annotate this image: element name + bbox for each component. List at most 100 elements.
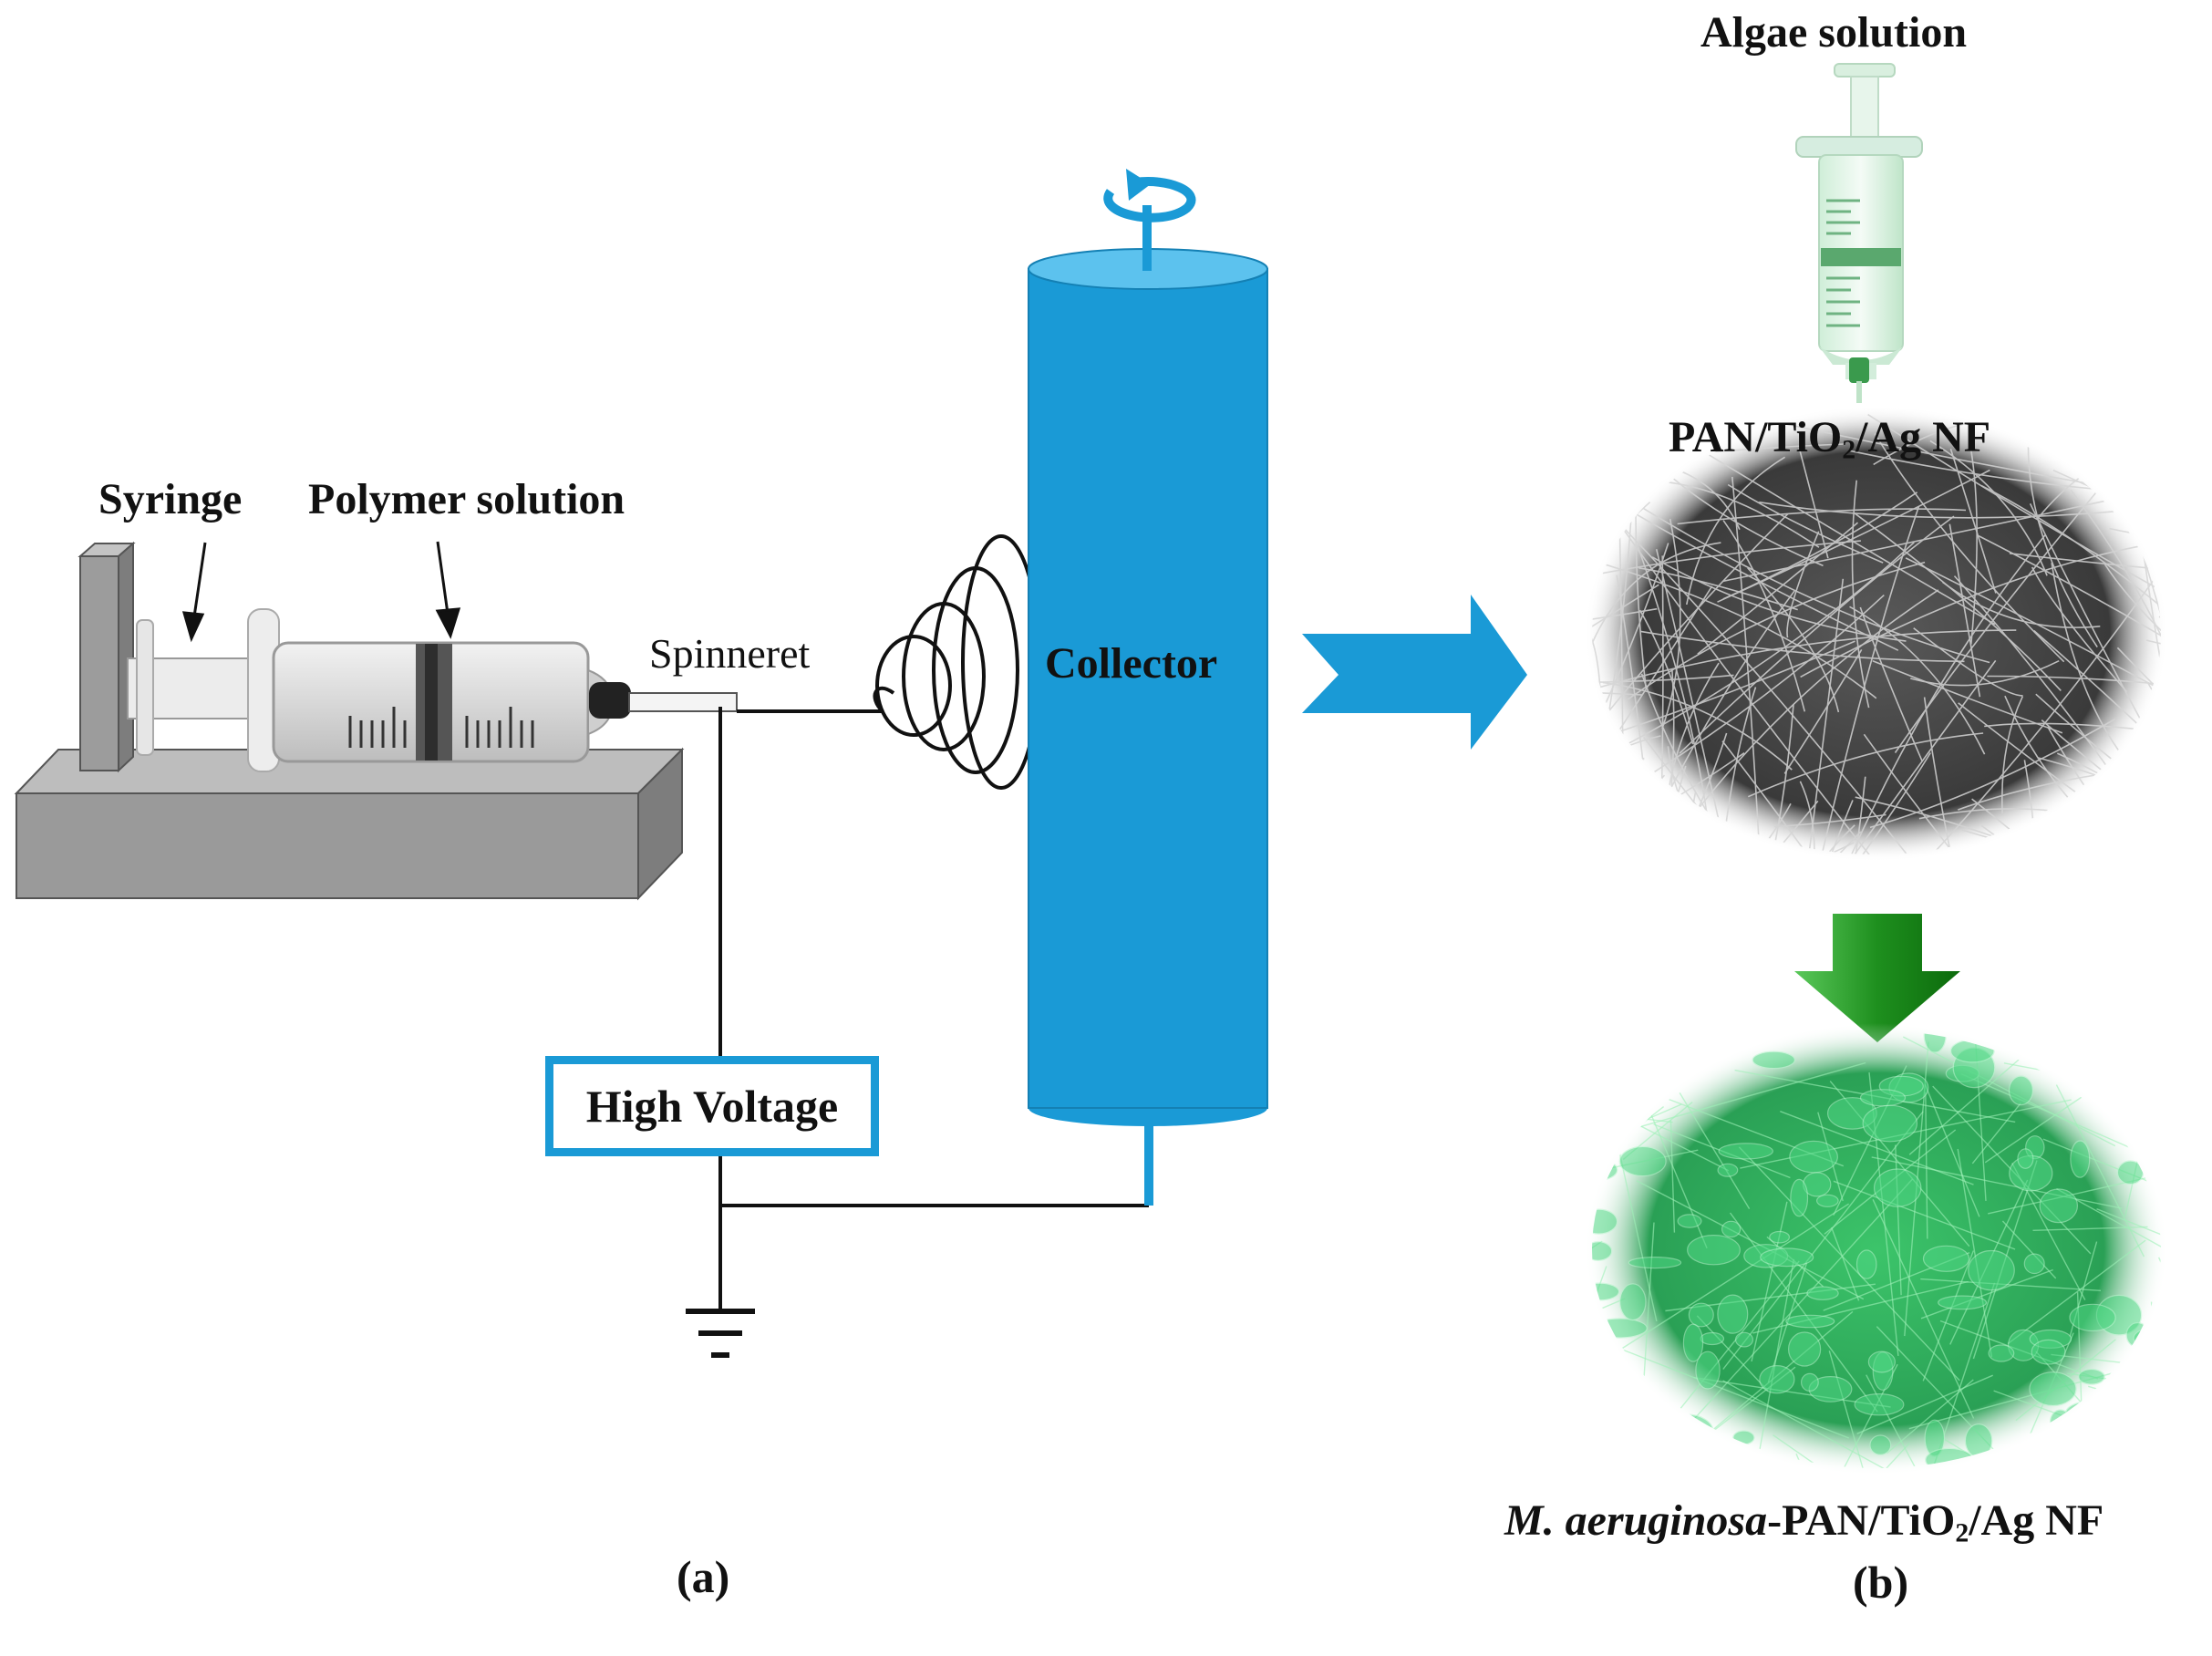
algae-cell-cluster bbox=[1678, 1215, 1701, 1227]
algae-cell-cluster bbox=[1857, 1250, 1876, 1278]
nanofiber-strand bbox=[1501, 847, 1789, 1037]
m-aeruginosa-nf-label: M. aeruginosa-PAN/TiO2/Ag NF bbox=[1504, 1496, 2103, 1548]
algae-cell-cluster bbox=[2086, 1036, 2112, 1060]
algae-cell-cluster bbox=[1770, 1232, 1790, 1243]
algae-fiber-strand bbox=[2152, 1408, 2212, 1410]
nanofiber-strand bbox=[2077, 836, 2167, 1124]
algae-cell-cluster bbox=[1719, 1144, 1773, 1159]
algae-cell-cluster bbox=[1588, 1107, 1623, 1124]
nanofiber-strand bbox=[2152, 810, 2212, 926]
algae-fiber-strand bbox=[2154, 1173, 2212, 1185]
algae-cell-cluster bbox=[1722, 1221, 1741, 1237]
nanofiber-strand bbox=[2083, 424, 2212, 469]
algae-cell-cluster bbox=[1619, 1146, 1666, 1175]
algae-cell-cluster bbox=[1969, 1251, 2014, 1290]
algae-cell-cluster bbox=[1752, 1051, 1794, 1068]
process-arrow-green bbox=[1794, 914, 1960, 1042]
algae-syringe bbox=[1796, 64, 1922, 403]
algae-cell-cluster bbox=[1791, 1179, 1808, 1216]
algae-cell-cluster bbox=[1868, 1351, 1895, 1372]
algae-cell-cluster bbox=[2070, 1304, 2115, 1330]
algae-cell-cluster bbox=[1789, 1332, 1821, 1366]
algae-cell-cluster bbox=[1790, 1141, 1837, 1172]
algae-fiber-strand bbox=[1535, 1125, 1605, 1145]
nanofiber-strand bbox=[2155, 488, 2212, 534]
pan-nf-label: PAN/TiO2/Ag NF bbox=[1669, 412, 1990, 465]
algae-cell-cluster bbox=[1761, 1248, 1814, 1267]
algae-cell-cluster bbox=[2031, 1340, 2065, 1364]
algae-cell-cluster bbox=[1594, 1112, 1642, 1123]
algae-fiber-strand bbox=[2127, 1054, 2212, 1079]
ground-symbol bbox=[686, 1311, 755, 1355]
algae-cell-cluster bbox=[2079, 1370, 2105, 1385]
algae-cell-cluster bbox=[1700, 1333, 1723, 1345]
algae-cell-cluster bbox=[1802, 1373, 1819, 1391]
algae-cell-cluster bbox=[2040, 1189, 2077, 1223]
m-nf-subscript: 2 bbox=[1955, 1517, 1969, 1547]
nanofiber-strand bbox=[1256, 822, 1647, 988]
high-voltage-source: High Voltage bbox=[545, 1056, 879, 1156]
algae-cell-cluster bbox=[1628, 1258, 1680, 1268]
nanofiber-strand bbox=[1558, 803, 1632, 1060]
algae-cell-cluster bbox=[1625, 1433, 1674, 1461]
algae-cell-cluster bbox=[1875, 1169, 1921, 1206]
nanofiber-strand bbox=[1388, 759, 1644, 821]
algae-cell-cluster bbox=[1817, 1195, 1838, 1206]
nanofiber-strand bbox=[1962, 830, 2212, 927]
collector-label: Collector bbox=[1045, 638, 1217, 688]
nanofiber-strand bbox=[1608, 775, 1664, 871]
algae-cell-cluster bbox=[1863, 1105, 1917, 1142]
pan-nf-suffix: /Ag NF bbox=[1855, 413, 1990, 461]
algae-cell-cluster bbox=[1861, 1090, 1906, 1106]
algae-fiber-strand bbox=[1796, 1454, 1898, 1651]
algae-cell-cluster bbox=[2100, 1047, 2139, 1066]
syringe-label: Syringe bbox=[98, 474, 242, 524]
nanofiber-strand bbox=[1597, 761, 1680, 1130]
algae-cell-cluster bbox=[2010, 1076, 2033, 1105]
algae-fiber-strand bbox=[2159, 1258, 2212, 1377]
algae-cell-cluster bbox=[1938, 1296, 1987, 1309]
algae-cell-cluster bbox=[1870, 1435, 1891, 1454]
nanofiber-strand bbox=[1591, 749, 1650, 1136]
algae-cell-cluster bbox=[1736, 1332, 1753, 1347]
nanofiber-strand bbox=[2115, 768, 2212, 829]
panel-b-label: (b) bbox=[1853, 1556, 1908, 1609]
algae-cell-cluster bbox=[1671, 1417, 1688, 1443]
algae-fiber-strand bbox=[2152, 1302, 2169, 1571]
nanofiber-strand bbox=[1981, 825, 2212, 1044]
pan-nf-subscript: 2 bbox=[1842, 434, 1855, 464]
process-arrow-blue bbox=[1302, 595, 1527, 750]
algae-cell-cluster bbox=[2113, 1400, 2152, 1437]
m-nf-prefix: -PAN/TiO bbox=[1767, 1496, 1955, 1545]
nanofiber-strand bbox=[1512, 847, 1588, 1037]
nanofiber-strand bbox=[1510, 812, 1657, 1075]
algae-cell-cluster bbox=[1718, 1164, 1738, 1176]
nanofiber-strand bbox=[1667, 792, 1695, 1098]
algae-cell-cluster bbox=[1620, 1284, 1646, 1320]
algae-cell-cluster bbox=[2024, 1254, 2044, 1273]
high-voltage-label: High Voltage bbox=[586, 1080, 838, 1133]
algae-cell-cluster bbox=[1760, 1366, 1794, 1393]
m-aeruginosa-italic: M. aeruginosa bbox=[1504, 1496, 1767, 1545]
algae-cell-cluster bbox=[1786, 1315, 1835, 1327]
algae-cell-cluster bbox=[1665, 1038, 1699, 1061]
algae-cell-cluster bbox=[1615, 1029, 1635, 1044]
algae-cell-cluster bbox=[1989, 1345, 2014, 1361]
algae-cell-cluster bbox=[1689, 1303, 1713, 1327]
nanofiber-strand bbox=[1609, 766, 1686, 1092]
algae-cell-cluster bbox=[1580, 1283, 1618, 1300]
nanofiber-strand bbox=[1972, 799, 2212, 1082]
algae-coated-nanofiber-mat bbox=[1370, 1019, 2212, 1651]
algae-cell-cluster bbox=[2071, 1141, 2090, 1177]
algae-solution-label: Algae solution bbox=[1700, 7, 1967, 57]
algae-cell-cluster bbox=[2018, 1149, 2033, 1168]
algae-cell-cluster bbox=[2030, 1372, 2076, 1406]
polymer-solution-label: Polymer solution bbox=[308, 474, 625, 524]
algae-cell-cluster bbox=[2128, 1390, 2148, 1406]
algae-cell-cluster bbox=[1688, 1236, 1741, 1265]
pan-nf-prefix: PAN/TiO bbox=[1669, 413, 1842, 461]
algae-fiber-strand bbox=[1579, 1370, 1630, 1459]
algae-cell-cluster bbox=[1855, 1394, 1904, 1415]
